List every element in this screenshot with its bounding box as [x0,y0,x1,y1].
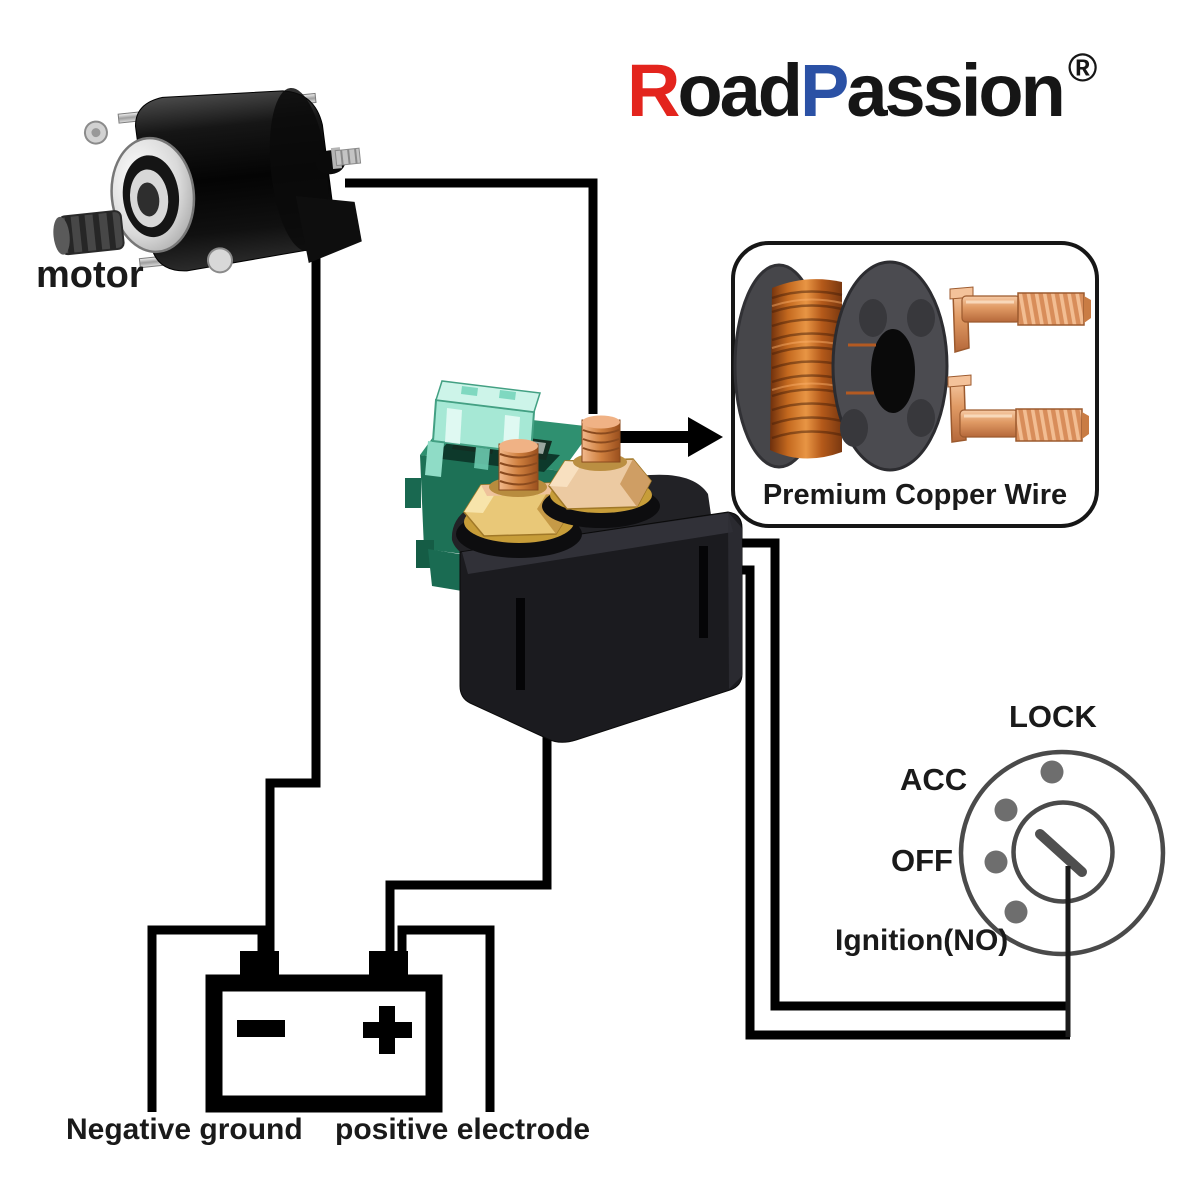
logo-segment-road-r: R [627,49,680,132]
registered-trademark-icon: ® [1067,46,1098,90]
position-dot-off [984,850,1008,874]
logo-segment-p: P [800,49,849,132]
inset-caption: Premium Copper Wire [762,479,1068,511]
wire-battery-negative-ground [147,925,267,1112]
motor-splined-shaft [53,210,125,256]
ignition-off-label: OFF [891,843,953,878]
logo-segment-assion: assion [846,49,1065,132]
copper-terminal-bolt-top [949,286,1091,353]
arrow-relay-to-inset [617,417,723,457]
blade-fuse [425,380,541,477]
ignition-no-label: Ignition(NO) [835,924,1009,957]
minus-symbol [237,1020,285,1037]
position-dot-acc [994,798,1018,822]
wire-motor-to-battery-negative [265,258,321,955]
battery-negative-label: Negative ground [66,1113,303,1146]
motor-label: motor [36,254,144,296]
starter-motor-photo [53,87,362,274]
battery-positive-label: positive electrode [335,1113,591,1146]
motor-power-terminal [315,147,362,175]
motor-mount-bracket [295,196,362,264]
logo-segment-oad: oad [677,49,803,132]
position-dot-ignition [1004,900,1028,924]
wire-battery-positive-branch [397,925,495,1112]
key-slot [1035,829,1087,877]
brand-logo: R oad P assion ® [627,48,1097,132]
relay-terminal-bolt-right [542,415,660,528]
battery-symbol [205,951,443,1113]
copper-wire-inset-box [731,241,1099,528]
battery-positive-terminal [369,951,408,978]
starter-relay-solenoid-photo [405,380,743,743]
plus-symbol [363,1006,412,1054]
ignition-lock-label: LOCK [1009,699,1097,734]
battery-negative-terminal [240,951,279,978]
motor-bolt-bottom [206,247,233,274]
ignition-key-switch [958,749,1166,957]
copper-terminal-bolt-bottom [947,374,1089,443]
position-dot-lock [1040,760,1064,784]
ignition-acc-label: ACC [900,762,968,797]
wire-motor-to-relay [345,178,598,414]
copper-wire-spool [733,260,949,472]
relay-terminal-bolt-left [456,439,582,558]
wire-relay-to-battery-positive [385,726,552,955]
